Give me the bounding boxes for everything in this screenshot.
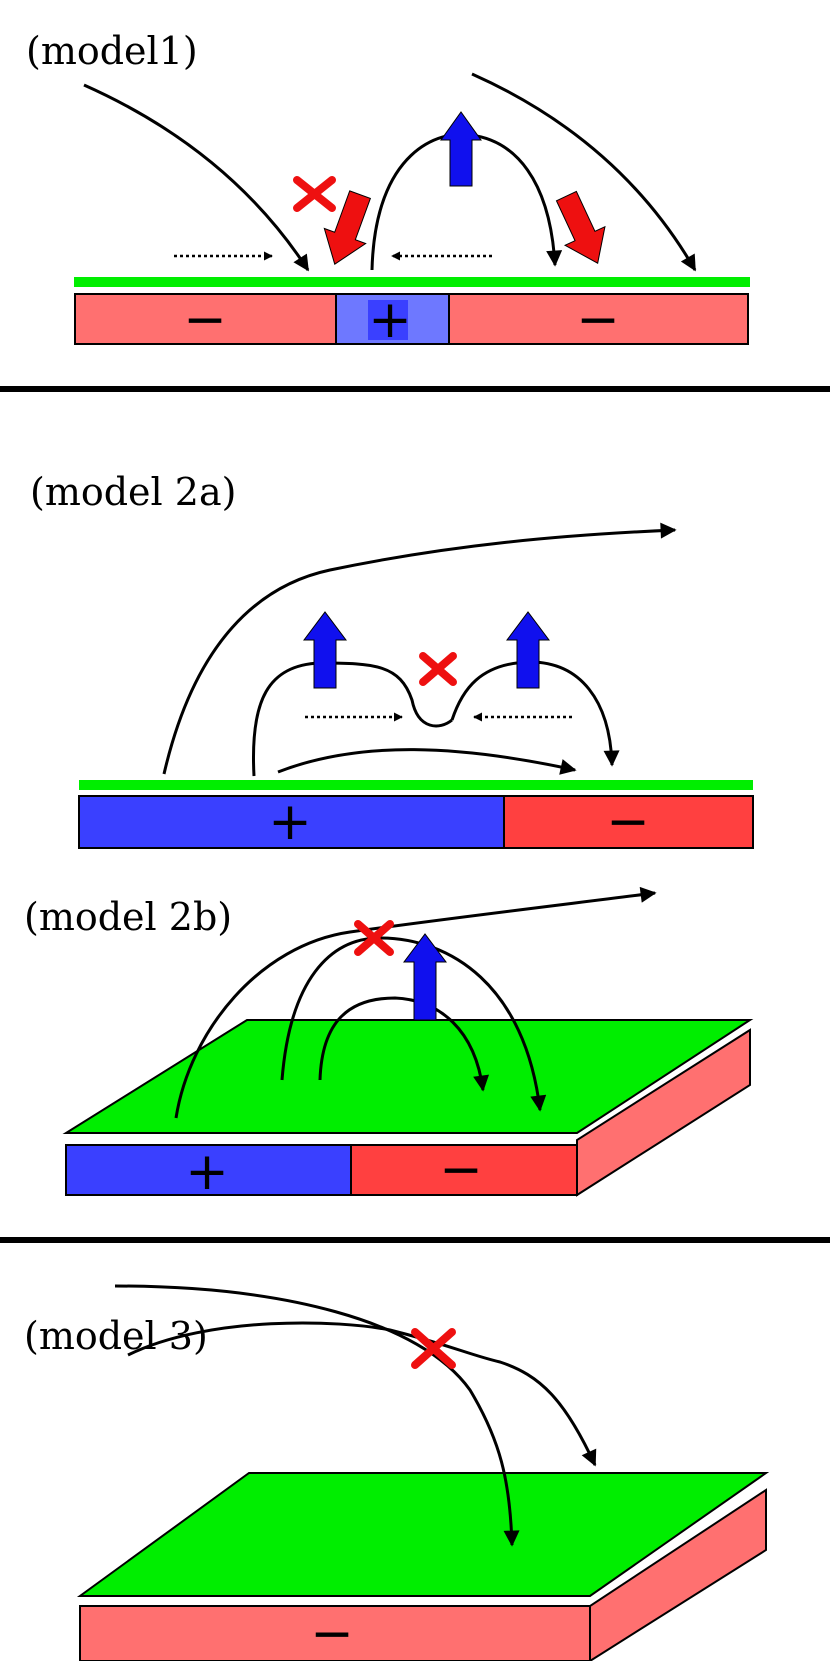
model1-center-sign: + xyxy=(368,290,412,350)
model2a-negative-region xyxy=(503,795,754,849)
blue-up-arrow-icon xyxy=(403,933,447,1021)
red-down-arrow-icon xyxy=(323,190,372,265)
red-x-icon xyxy=(411,1328,456,1369)
model2a-left-sign: + xyxy=(268,792,312,852)
model1-label: (model1) xyxy=(26,29,198,73)
model2a-green-layer xyxy=(79,780,753,790)
blue-up-arrow-icon xyxy=(506,611,550,689)
model2a-right-sign: − xyxy=(606,792,650,852)
model1-left-sign: − xyxy=(183,290,227,350)
model1-right-negative-region xyxy=(448,293,749,345)
blue-up-arrow-icon xyxy=(440,111,482,187)
model2b-positive-region xyxy=(65,1144,352,1196)
panel-model3 xyxy=(76,1284,770,1661)
model1-positive-core xyxy=(368,300,408,340)
model2b-field-line-mid xyxy=(280,936,547,1112)
red-x-icon xyxy=(419,652,457,686)
panel-model2b xyxy=(62,886,754,1197)
model2a-positive-region xyxy=(78,795,505,849)
red-x-icon xyxy=(354,920,394,956)
model3-negative-region xyxy=(79,1605,591,1661)
model2b-field-line-open xyxy=(174,886,657,1119)
model2b-label: (model 2b) xyxy=(24,895,233,939)
panel-model1 xyxy=(74,72,750,345)
red-down-arrow-icon xyxy=(555,190,606,264)
separator-line xyxy=(0,386,830,392)
model2a-field-line-open xyxy=(162,522,677,775)
model2a-label: (model 2a) xyxy=(30,470,237,514)
model2b-left-sign: + xyxy=(185,1142,229,1202)
red-x-icon xyxy=(293,176,336,212)
model2b-field-line-inner xyxy=(318,996,490,1092)
model1-field-line-left xyxy=(83,83,310,272)
model3-sign: − xyxy=(310,1604,354,1664)
model2b-right-sign: − xyxy=(439,1140,483,1200)
model1-green-layer xyxy=(74,277,750,287)
model1-right-sign: − xyxy=(576,290,620,350)
separator-line xyxy=(0,1237,830,1243)
model1-field-line-right xyxy=(471,72,697,272)
model3-label: (model 3) xyxy=(24,1314,208,1358)
model3-green-surface xyxy=(76,1472,770,1597)
model2a-field-line-low xyxy=(277,748,577,775)
model2a-field-line-left-loop xyxy=(251,661,453,777)
panel-model2a xyxy=(78,522,754,849)
model1-left-negative-region xyxy=(74,293,337,345)
blue-up-arrow-icon xyxy=(303,611,347,689)
model2b-green-surface xyxy=(62,1019,754,1134)
model2b-negative-region xyxy=(350,1144,578,1196)
